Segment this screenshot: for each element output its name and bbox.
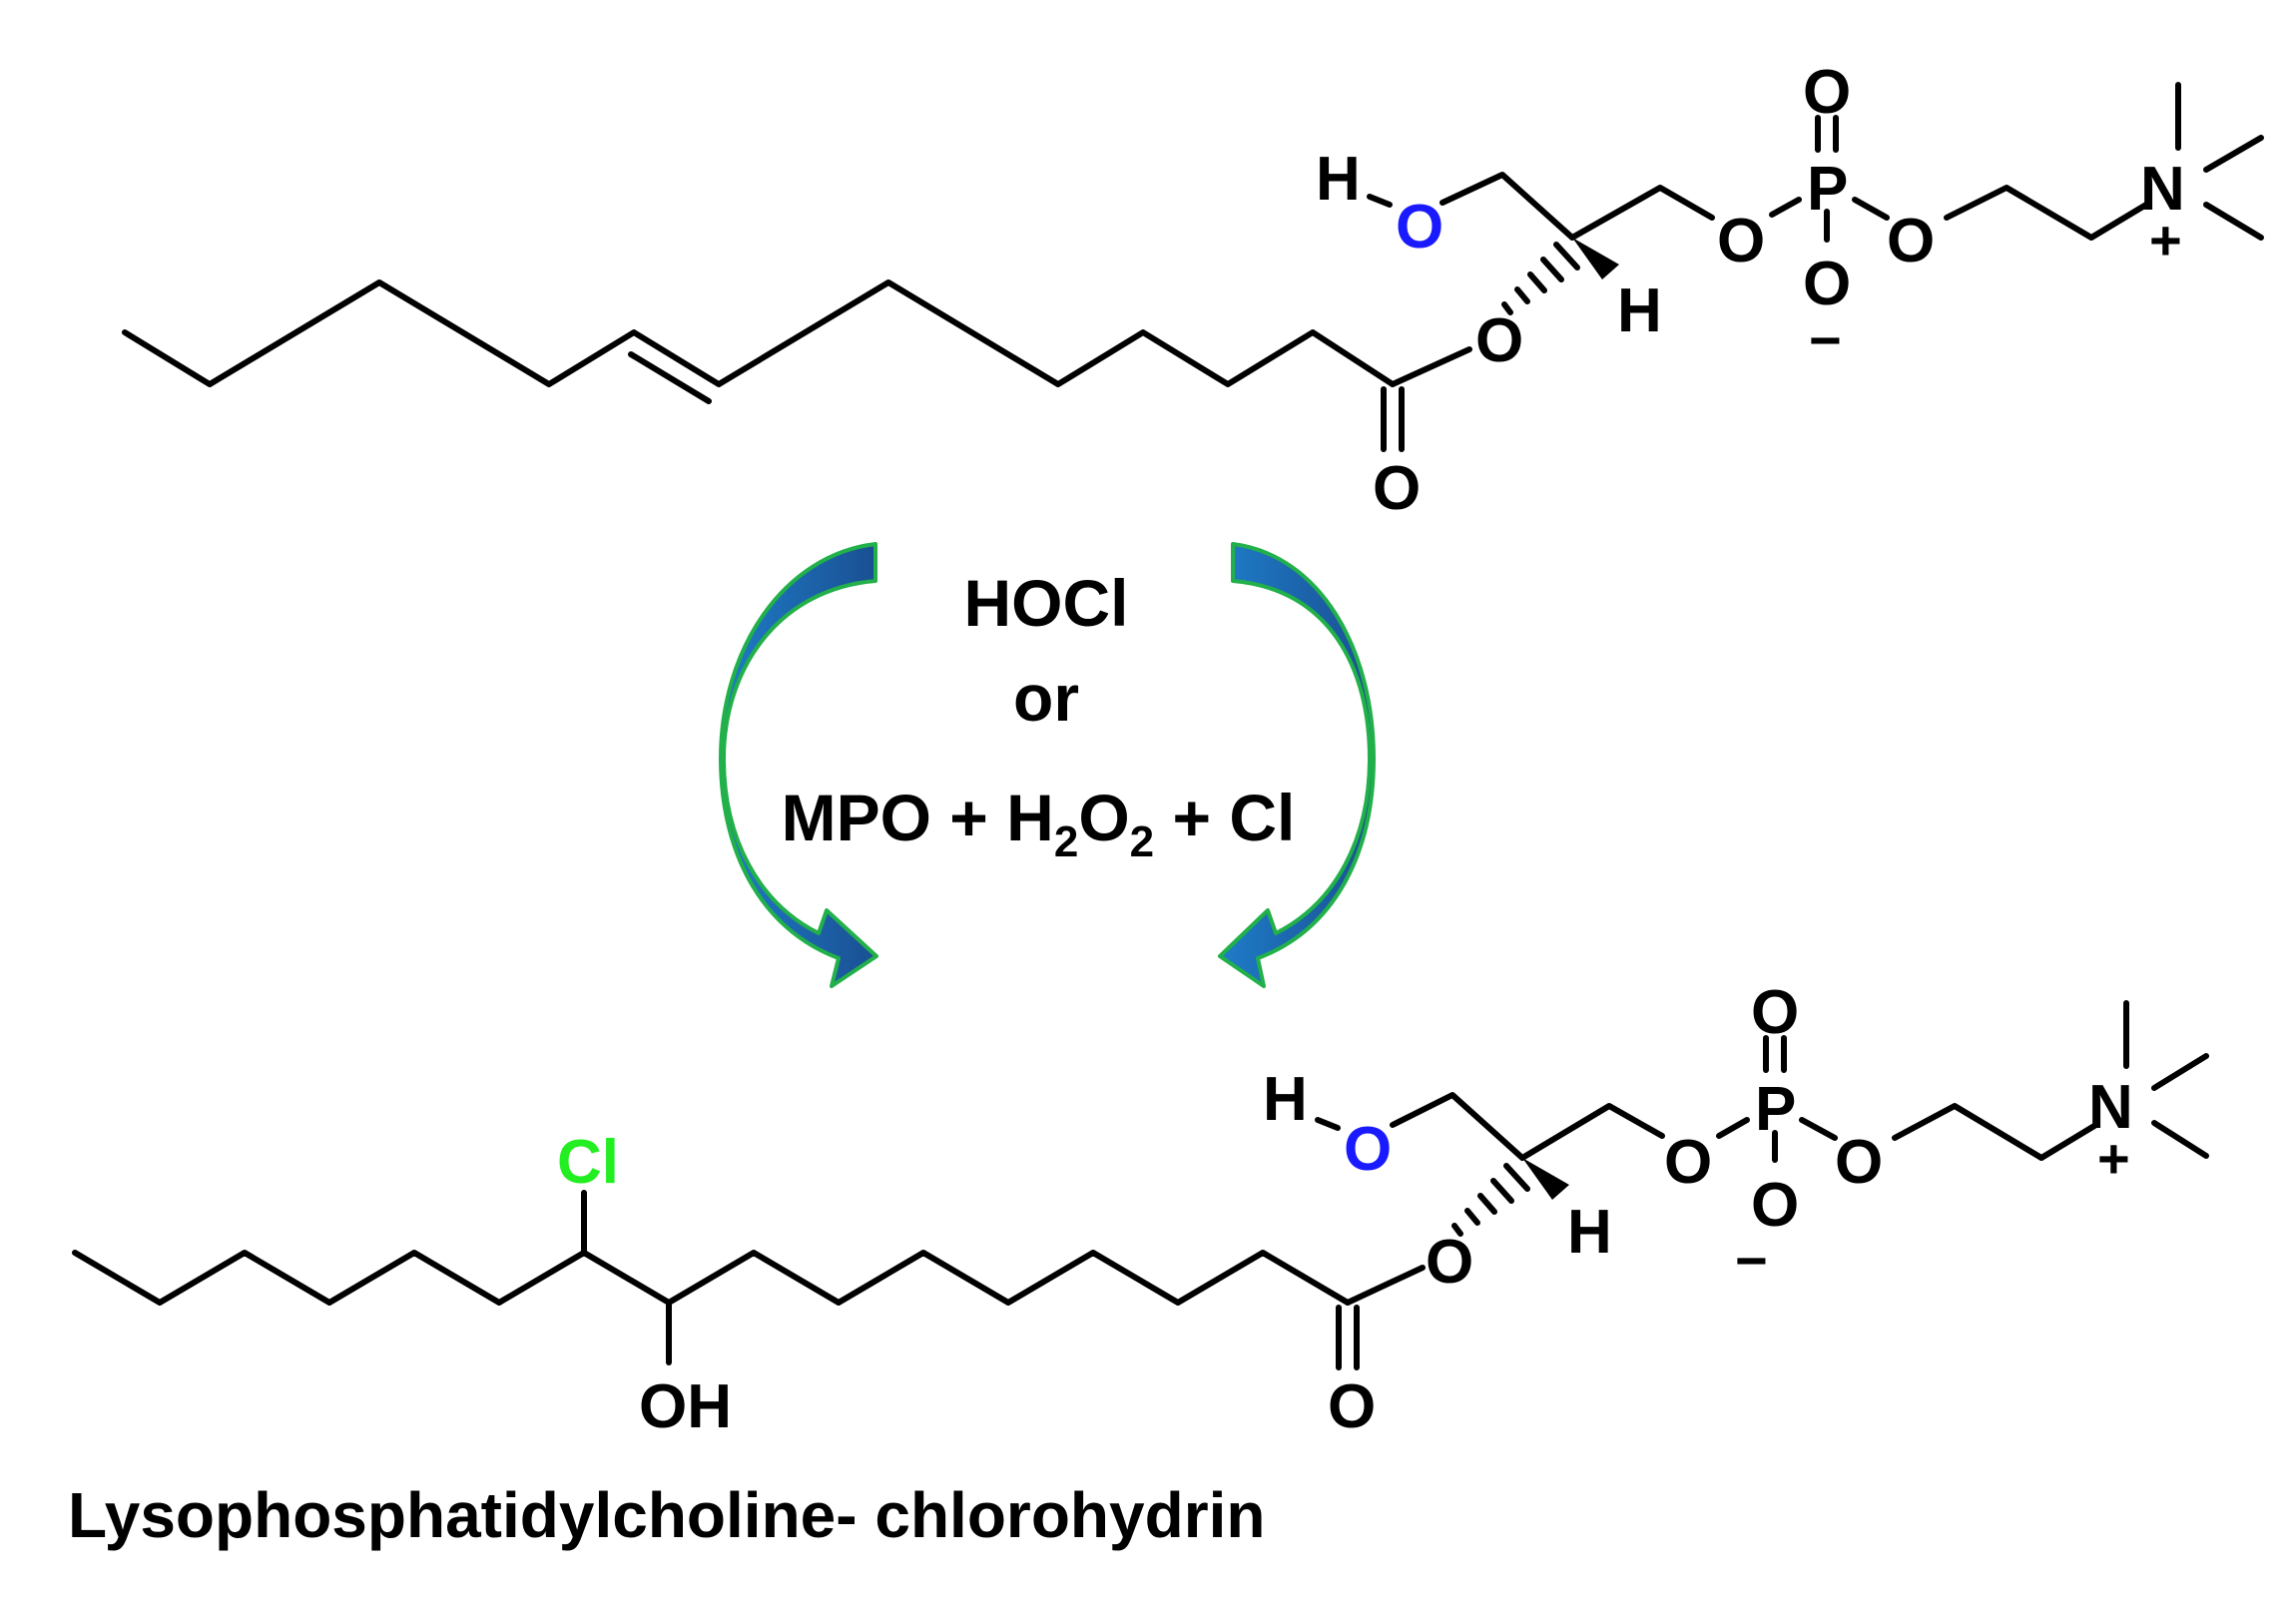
product-name-label: Lysophosphatidylcholine- chlorohydrin xyxy=(68,1479,1265,1551)
atom-h-hydroxyl: H xyxy=(1316,145,1361,214)
atom-h-stereo: H xyxy=(1567,1198,1612,1267)
atom-o-hydroxyl: O xyxy=(1396,193,1443,262)
n-methyl-right-up xyxy=(2151,1053,2209,1091)
p-o-bond-right xyxy=(1852,197,1890,221)
charge-negative: − xyxy=(1735,1229,1768,1292)
double-bond-second-line xyxy=(628,351,712,404)
choline-bonds xyxy=(1944,185,2149,241)
atom-cl: Cl xyxy=(557,1128,619,1197)
atom-n: N xyxy=(2140,155,2185,224)
product-molecule: Cl OH H O O H O O P O O O N − + xyxy=(72,978,2209,1441)
ester-bond xyxy=(1345,1265,1426,1306)
reagent-or: or xyxy=(1013,661,1079,735)
glycerol-bonds xyxy=(1439,172,1715,241)
atom-o-phos-bottom: O xyxy=(1803,250,1851,318)
reagent-mpo: MPO + H2O2 + Cl xyxy=(782,781,1296,866)
n-methyl-right-up xyxy=(2203,135,2264,173)
atom-o-ester: O xyxy=(1426,1228,1473,1297)
solid-wedge xyxy=(1522,1158,1569,1200)
o-p-bond-left xyxy=(1716,1117,1750,1139)
ester-bond xyxy=(1390,346,1472,387)
hashed-wedge xyxy=(1451,1163,1530,1237)
atom-o-ester: O xyxy=(1475,306,1523,375)
atom-n: N xyxy=(2088,1073,2133,1142)
atom-o-phos-left: O xyxy=(1717,207,1765,275)
n-methyl-right-down xyxy=(2151,1120,2209,1159)
reagent-hocl: HOCl xyxy=(964,566,1129,640)
atom-o-hydroxyl: O xyxy=(1344,1115,1392,1184)
solid-wedge xyxy=(1572,238,1619,279)
left-curved-arrow xyxy=(719,542,878,988)
atom-o-phos-left: O xyxy=(1664,1128,1712,1197)
hashed-wedge xyxy=(1501,242,1580,315)
acyl-chain-bonds xyxy=(122,279,1396,387)
charge-positive: + xyxy=(2149,209,2182,271)
atom-o-phos-bottom: O xyxy=(1751,1171,1799,1240)
right-curved-arrow xyxy=(1218,542,1376,988)
atom-p: P xyxy=(1755,1075,1796,1144)
charge-positive: + xyxy=(2097,1127,2130,1190)
atom-o-phos-right: O xyxy=(1835,1128,1883,1197)
p-o-bond-right xyxy=(1799,1117,1838,1141)
atom-o-phos-top: O xyxy=(1751,978,1799,1047)
atom-o-phos-top: O xyxy=(1803,58,1851,127)
n-methyl-right-down xyxy=(2203,202,2264,241)
o-p-bond-left xyxy=(1769,197,1802,218)
glycerol-bonds xyxy=(1390,1092,1665,1161)
atom-oh: OH xyxy=(639,1372,732,1441)
h-o-bond xyxy=(1367,194,1393,208)
choline-bonds xyxy=(1892,1103,2097,1161)
h-o-bond xyxy=(1315,1117,1341,1131)
atom-o-carbonyl: O xyxy=(1328,1372,1376,1441)
atom-o-carbonyl: O xyxy=(1373,454,1421,523)
charge-negative: − xyxy=(1809,308,1842,371)
atom-h-stereo: H xyxy=(1617,276,1662,345)
atom-o-phos-right: O xyxy=(1887,207,1935,275)
reactant-molecule: H O O H O O P O O O N − + xyxy=(122,58,2264,523)
chlorohydrin-chain-bonds xyxy=(72,1250,1351,1306)
atom-h-hydroxyl: H xyxy=(1263,1065,1308,1134)
atom-p: P xyxy=(1807,155,1848,224)
